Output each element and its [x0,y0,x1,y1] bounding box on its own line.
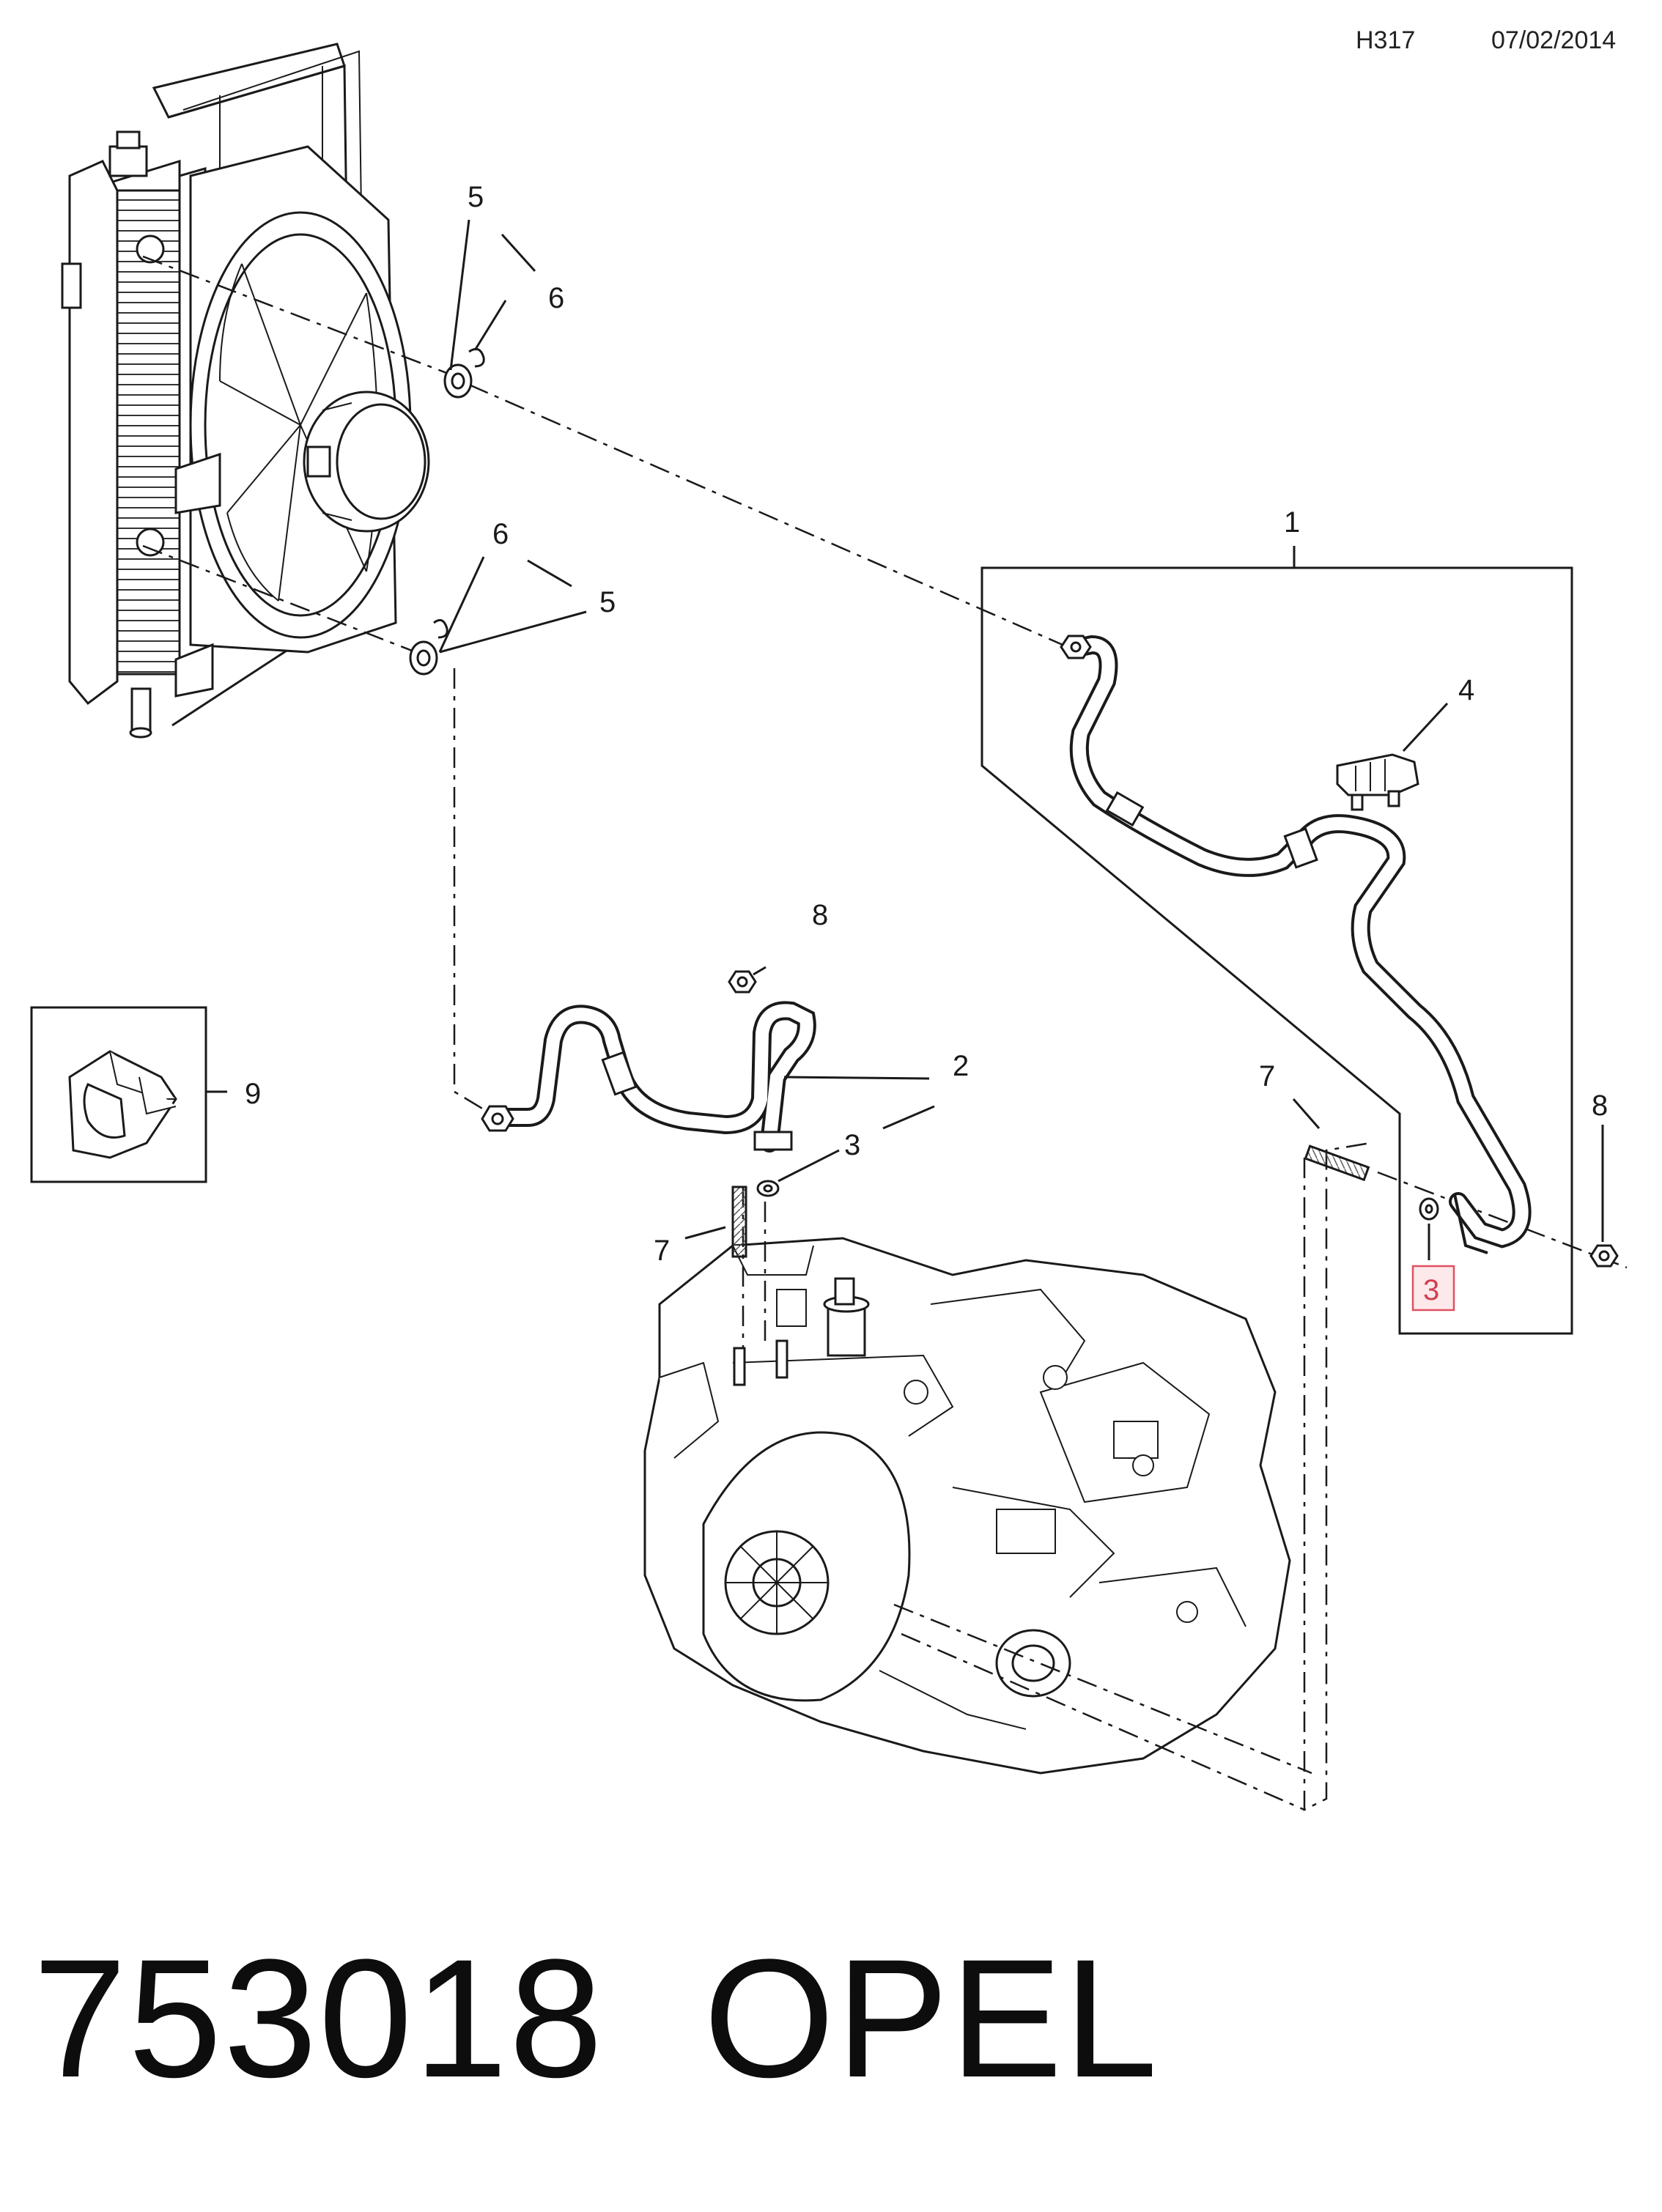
callout-1: 1 [1284,506,1300,539]
callout-5-lower: 5 [599,586,616,618]
stud-right [1304,1144,1370,1182]
svg-text:3: 3 [1423,1274,1439,1306]
nut-right [1589,1244,1619,1268]
washer-middle [756,1180,780,1197]
callout-4: 4 [1458,674,1474,706]
callout-2: 2 [953,1050,969,1082]
clip-inset-box [30,1006,227,1183]
grommet-lower [409,640,438,676]
radiator-fan-assembly [61,42,430,739]
cooler-inlet-pipe [492,1001,816,1153]
highlighted-callout-3: 3 [1411,1265,1455,1312]
transmission-housing [643,1237,1291,1775]
callout-3: 3 [844,1129,860,1161]
callout-8-right: 8 [1592,1090,1608,1122]
hose-nut [1060,635,1092,659]
hose-clip [1336,753,1419,811]
stud-middle [731,1185,747,1258]
nut-middle [728,970,757,994]
grommet-upper [443,363,473,399]
callout-7-right: 7 [1259,1060,1275,1092]
part1-box-outline [980,566,1573,1335]
callout-5-upper: 5 [468,181,484,213]
diagram-date: 07/02/2014 [1491,26,1617,54]
clip-upper [468,347,485,368]
callout-6-upper: 6 [548,282,564,314]
washer-right [1419,1197,1439,1221]
part-number: 753018 [33,1924,605,2112]
cooler-outlet-hose [1069,635,1532,1254]
callout-leaders [438,219,1604,1260]
dash-lines [142,255,1628,1812]
callout-6-lower: 6 [492,518,509,550]
diagram-code: H317 [1356,26,1416,54]
clip-lower [433,618,448,639]
callout-7-left: 7 [654,1235,670,1267]
callout-9: 9 [245,1078,261,1110]
brand-name: OPEL [703,1924,1159,2112]
callout-8-middle: 8 [812,899,828,931]
tube-nut [481,1105,514,1132]
